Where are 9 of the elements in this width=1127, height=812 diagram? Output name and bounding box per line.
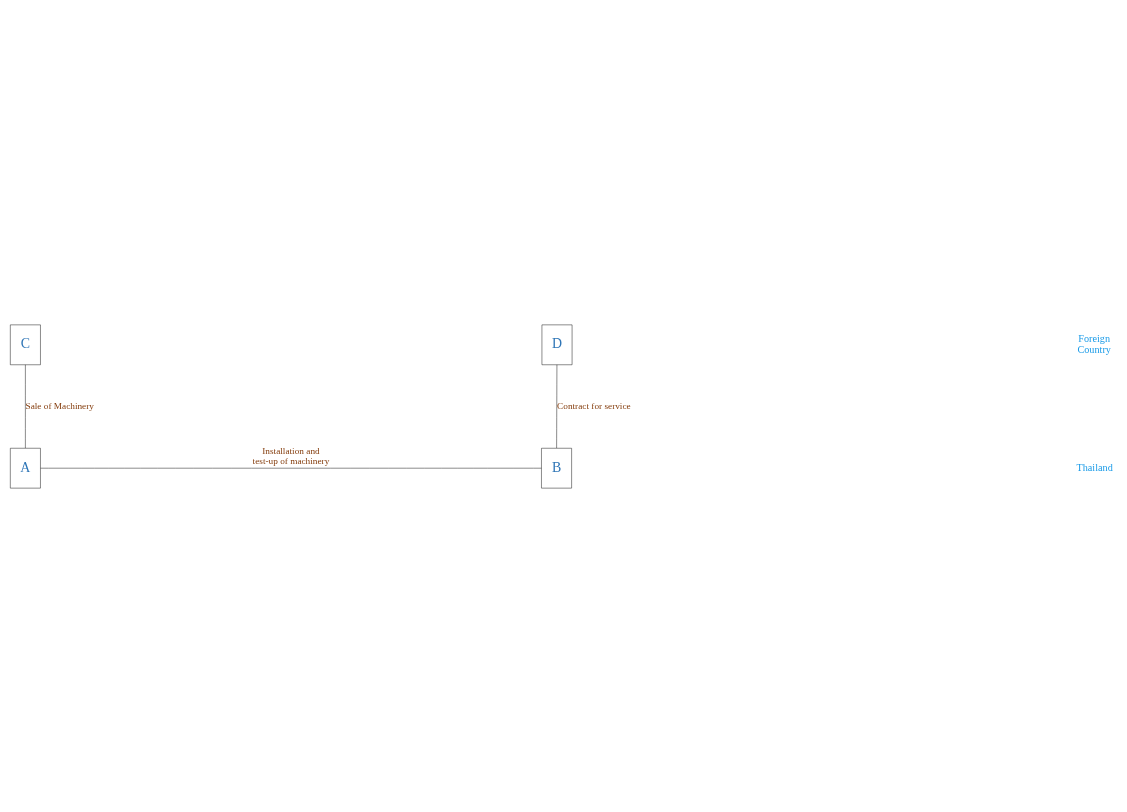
node-box: A [10, 447, 41, 488]
node-box: D [541, 324, 573, 365]
node-box: C [10, 324, 41, 365]
edge-label: Contract for service [557, 400, 631, 411]
label: Foreign Country [1077, 332, 1111, 355]
edge-label: Sale of Machinery [25, 400, 94, 411]
label: Thailand [1076, 461, 1113, 473]
edge-label: Installation and test-up of machinery [252, 445, 330, 466]
node-box: B [541, 447, 572, 488]
